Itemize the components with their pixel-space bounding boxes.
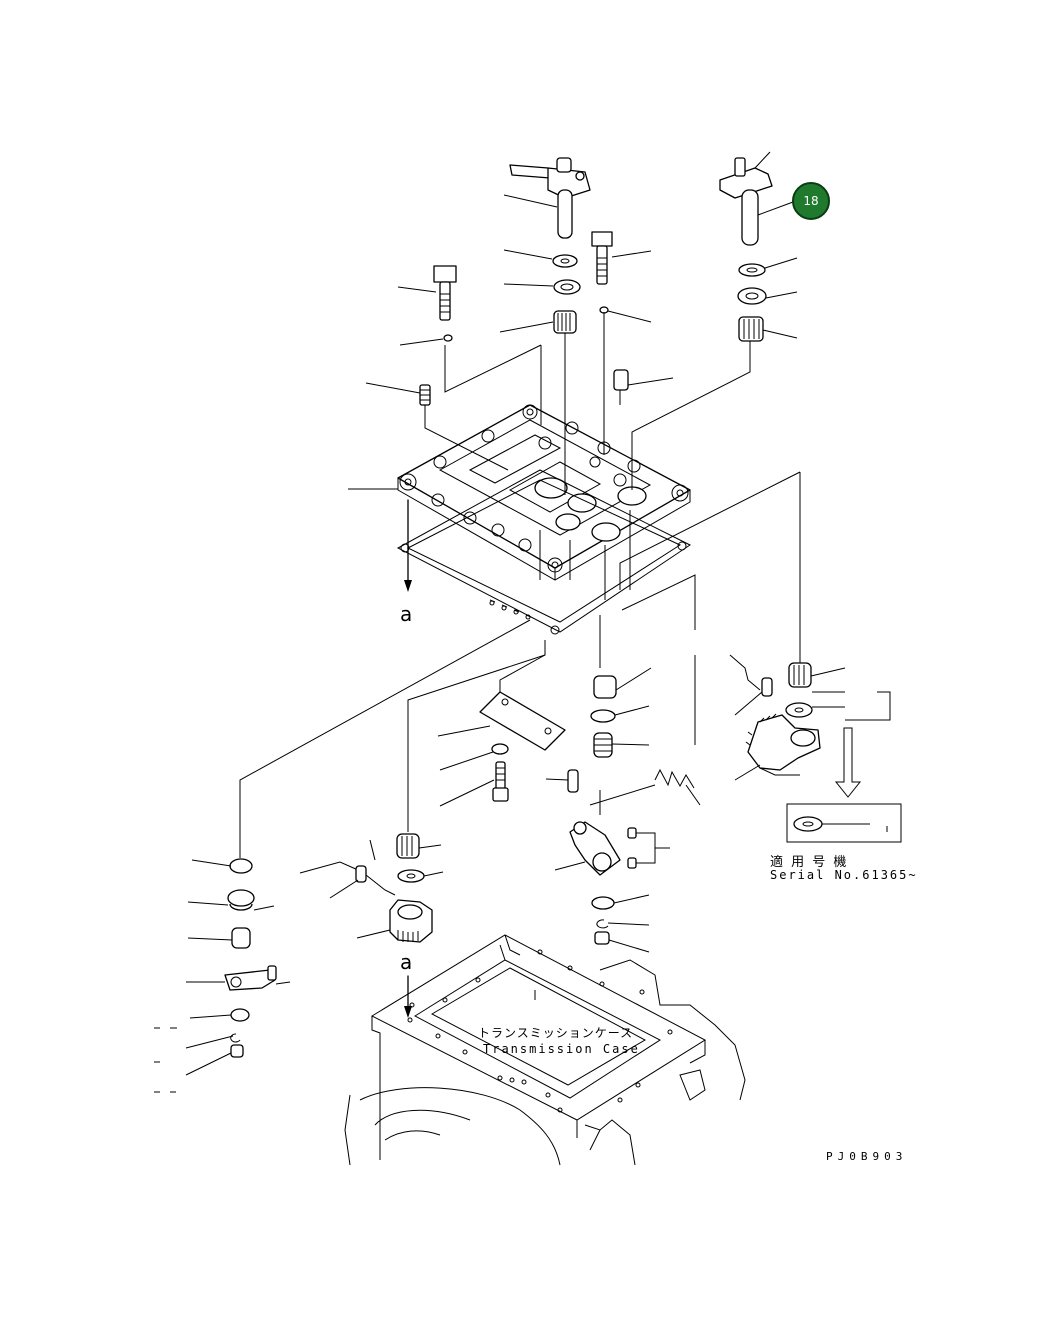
seal-ring-right	[737, 287, 767, 305]
washer-right	[738, 263, 766, 277]
section-mark-a-top: a	[400, 602, 413, 626]
washer	[397, 869, 425, 883]
detent-pin	[355, 865, 367, 883]
transmission-case-label-jp: トランスミッションケース	[478, 1026, 634, 1040]
snap-ring	[230, 1033, 241, 1043]
wave-spring	[227, 889, 255, 911]
pin	[567, 769, 579, 793]
shift-lever-left	[509, 157, 591, 239]
serial-heading-jp: 適 用 号 機	[770, 855, 849, 870]
washer	[229, 858, 253, 874]
washer-variant	[793, 816, 823, 832]
transmission-cover-plate	[397, 404, 691, 600]
section-mark-a-bottom: a	[400, 950, 413, 974]
serial-variant-box	[786, 803, 902, 843]
bolt-middle	[492, 761, 509, 802]
sector-gear	[745, 713, 821, 776]
seal-ring	[553, 279, 581, 295]
needle-bearing	[788, 662, 812, 688]
washer	[590, 709, 616, 723]
lever-arm-lower	[224, 965, 277, 991]
nut	[230, 1044, 244, 1058]
pin	[761, 677, 773, 697]
bolt-left	[433, 265, 457, 321]
washer	[230, 1008, 250, 1022]
washer	[552, 254, 578, 268]
needle-bearing-right	[738, 316, 764, 342]
pin-right	[613, 369, 629, 391]
bushing	[231, 927, 251, 949]
needle-bearing	[396, 833, 420, 859]
needle-bearing	[553, 310, 577, 334]
return-spring	[654, 768, 695, 789]
transmission-case	[344, 934, 746, 1166]
transmission-case-label-en: Transmission Case	[483, 1042, 640, 1056]
shift-collar	[389, 899, 433, 943]
nut	[594, 931, 610, 945]
washer	[591, 896, 615, 910]
shift-lever-right	[719, 151, 773, 246]
bolt-center	[591, 231, 613, 285]
bushing	[593, 675, 617, 699]
snap-ring	[596, 919, 609, 929]
plate	[479, 691, 566, 751]
callout-badge-18[interactable]: 18	[792, 182, 830, 220]
drawing-code: PJ0B903	[826, 1150, 908, 1163]
shift-lever-middle	[569, 821, 637, 876]
serial-number-label: Serial No.61365~	[770, 868, 918, 882]
cover-gasket	[396, 469, 691, 633]
washer	[785, 702, 813, 718]
washer	[491, 743, 509, 755]
